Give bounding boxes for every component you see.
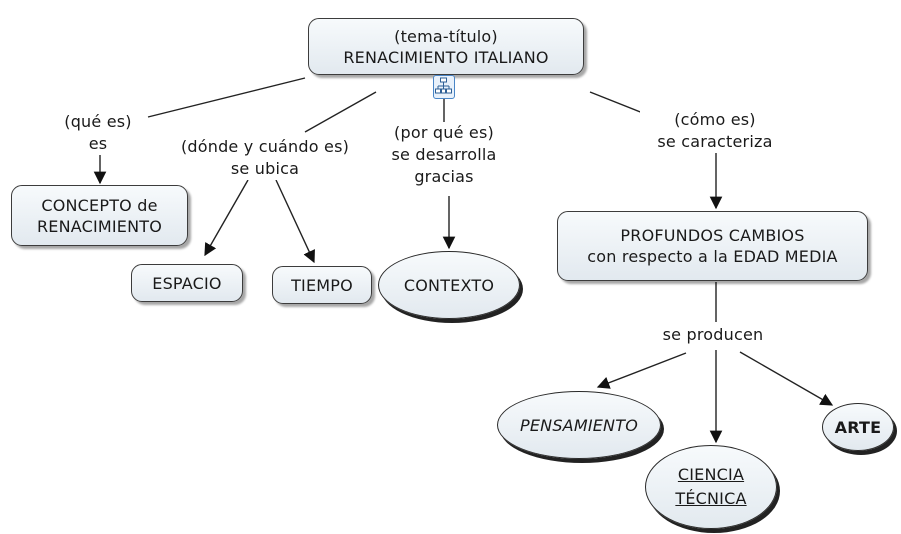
hierarchy-icon (435, 77, 452, 94)
node-cambios-line2: con respecto a la EDAD MEDIA (587, 247, 838, 266)
node-arte-label: ARTE (834, 417, 882, 437)
link-que-es-line1: (qué es) (64, 112, 132, 131)
link-como-line2: se caracteriza (657, 132, 773, 151)
link-label-que-es: (qué es) es (52, 111, 144, 155)
node-pensamiento[interactable]: PENSAMIENTO (497, 391, 661, 459)
concept-map-icon[interactable] (433, 75, 455, 99)
node-concepto[interactable]: CONCEPTO de RENACIMIENTO (11, 185, 188, 246)
node-ciencia-line1: CIENCIA (677, 465, 745, 484)
node-ciencia-tecnica[interactable]: CIENCIA TÉCNICA (645, 445, 777, 529)
node-cambios-line1: PROFUNDOS CAMBIOS (620, 226, 805, 245)
line-donde-espacio (204, 179, 249, 257)
node-pensamiento-label: PENSAMIENTO (520, 415, 638, 435)
node-tiempo[interactable]: TIEMPO (272, 266, 372, 304)
line-root-como (589, 91, 649, 116)
link-producen-text: se producen (662, 325, 764, 344)
link-label-producen: se producen (652, 324, 774, 346)
link-que-es-line2: es (88, 134, 108, 153)
node-espacio-label: ESPACIO (152, 273, 222, 293)
root-subtitle: (tema-título) (394, 26, 498, 46)
link-por-que-line1: (por qué es) (394, 123, 494, 142)
node-profundos-cambios[interactable]: PROFUNDOS CAMBIOS con respecto a la EDAD… (557, 211, 868, 281)
link-por-que-line3: gracias (414, 167, 474, 186)
link-como-line1: (cómo es) (674, 110, 756, 129)
line-producen-pensamiento (596, 352, 687, 389)
link-donde-line2: se ubica (230, 159, 300, 178)
root-node[interactable]: (tema-título) RENACIMIENTO ITALIANO (308, 18, 584, 75)
link-por-que-line2: se desarrolla (391, 145, 497, 164)
link-label-donde: (dónde y cuándo es) se ubica (165, 136, 365, 180)
node-contexto-label: CONTEXTO (403, 275, 495, 295)
line-producen-arte (739, 351, 834, 406)
line-donde-tiempo (275, 179, 315, 264)
node-concepto-line1: CONCEPTO de (41, 195, 158, 215)
link-label-como: (cómo es) se caracteriza (640, 109, 790, 153)
node-concepto-line2: RENACIMIENTO (36, 216, 163, 236)
node-tiempo-label: TIEMPO (291, 275, 353, 295)
link-donde-line1: (dónde y cuándo es) (180, 137, 350, 156)
root-title: RENACIMIENTO ITALIANO (343, 47, 549, 67)
line-root-donde (304, 91, 377, 133)
node-espacio[interactable]: ESPACIO (131, 264, 243, 302)
node-contexto[interactable]: CONTEXTO (378, 251, 520, 319)
link-label-por-que: (por qué es) se desarrolla gracias (376, 122, 512, 188)
node-ciencia-line2: TÉCNICA (675, 489, 747, 508)
node-arte[interactable]: ARTE (822, 403, 894, 451)
line-root-que-es (147, 77, 306, 118)
